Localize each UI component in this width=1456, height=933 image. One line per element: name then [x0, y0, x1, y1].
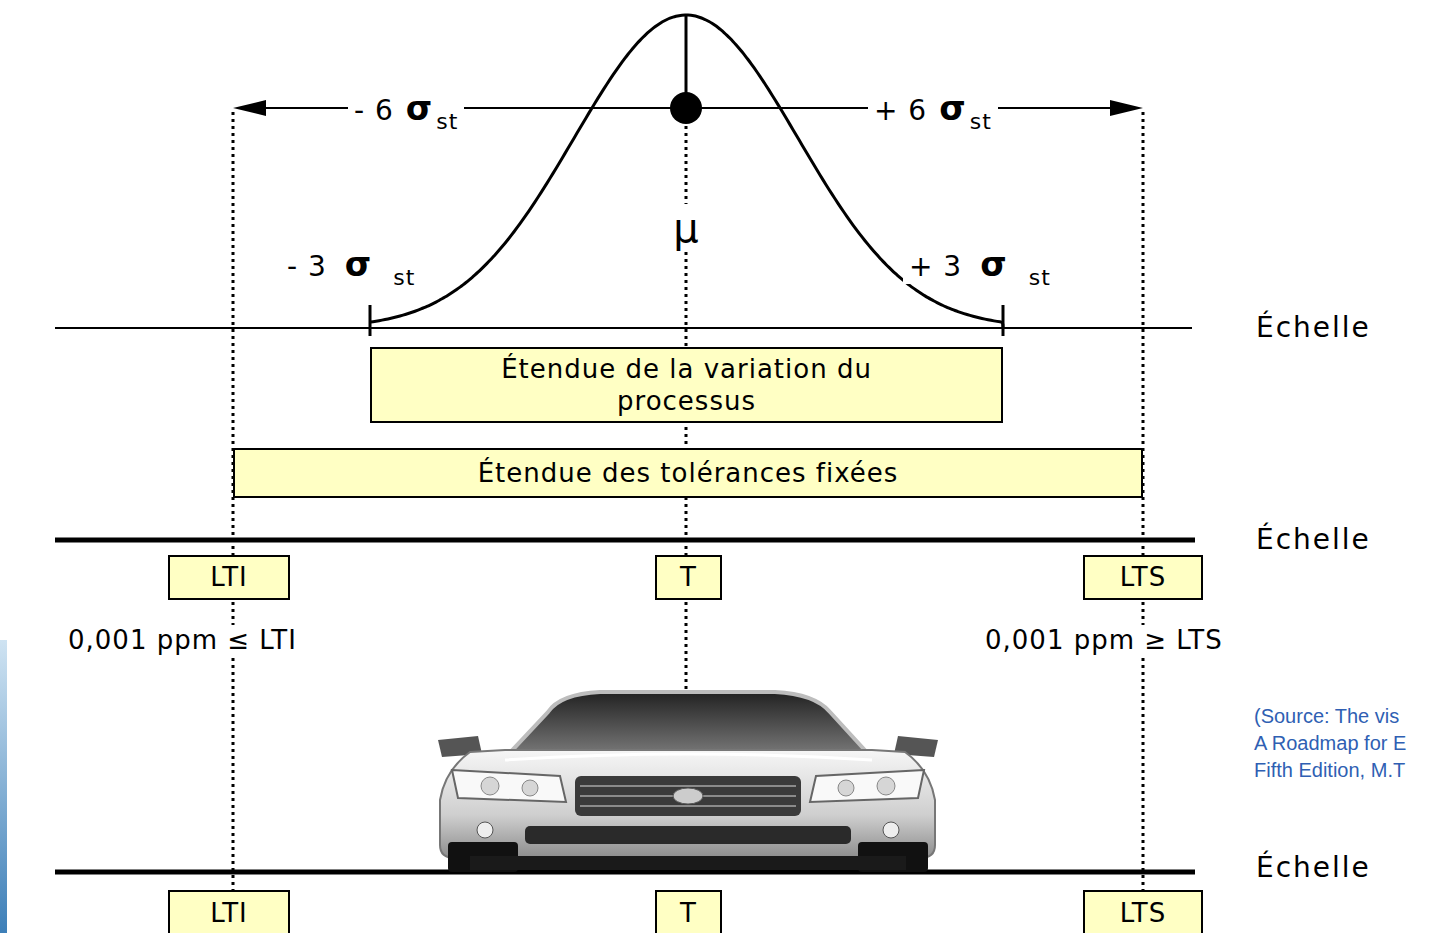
sigma-tick: [1002, 305, 1005, 336]
limit-note: 0,001 ppm ≥ LTS: [979, 625, 1229, 656]
three-sigma-label: - 3σst: [281, 244, 421, 285]
six-sigma-label: - 6σst: [348, 88, 464, 129]
box-label: LTI: [210, 897, 247, 930]
limit-box: LTS: [1083, 555, 1203, 600]
sigma-tick: [369, 305, 372, 336]
subscript-label: st: [393, 265, 415, 291]
text-label: μ: [673, 204, 698, 252]
subscript-label: st: [970, 109, 992, 135]
target-box: T: [655, 555, 722, 600]
scale-line: [55, 870, 1195, 875]
scale-line: [55, 327, 1192, 329]
text-label: Échelle: [1256, 851, 1371, 885]
tolerance-range-box: Étendue des tolérances fixées: [233, 448, 1143, 498]
subscript-label: st: [436, 109, 458, 135]
text-label: 0,001 ppm ≤ LTI: [68, 625, 297, 656]
text-label: + 3: [909, 250, 962, 284]
box-label: T: [680, 897, 697, 930]
scale-label: Échelle: [1250, 523, 1377, 557]
source-note: A Roadmap for E: [1248, 731, 1412, 755]
target-box: T: [655, 890, 722, 933]
text-label: σ: [345, 244, 371, 285]
limit-box: LTI: [168, 555, 290, 600]
scale-label: Échelle: [1250, 311, 1377, 345]
text-label: - 3: [287, 250, 327, 284]
source-note: (Source: The vis: [1248, 704, 1405, 728]
scale-line: [55, 538, 1195, 543]
background-fragment: [0, 640, 7, 933]
text-label: 0,001 ppm ≥ LTS: [985, 625, 1223, 656]
mean-dot: [670, 92, 702, 124]
box-label: T: [680, 561, 697, 594]
text-label: + 6: [874, 94, 927, 128]
text-label: σ: [406, 88, 432, 129]
box-label: LTI: [210, 561, 247, 594]
text-label: Échelle: [1256, 523, 1371, 557]
text-label: A Roadmap for E: [1254, 731, 1406, 755]
car-illustration: [438, 692, 938, 872]
text-label: σ: [939, 88, 965, 129]
limit-note: 0,001 ppm ≤ LTI: [62, 625, 303, 656]
process-variation-box: Étendue de la variation du processus: [370, 347, 1003, 423]
source-note: Fifth Edition, M.T: [1248, 758, 1411, 782]
scale-label: Échelle: [1250, 851, 1377, 885]
three-sigma-label: + 3σst: [903, 244, 1057, 285]
limit-box: LTS: [1083, 890, 1203, 933]
six-sigma-label: + 6σst: [868, 88, 998, 129]
mean-symbol: μ: [667, 204, 704, 252]
text-label: σ: [980, 244, 1006, 285]
limit-box: LTI: [168, 890, 290, 933]
subscript-label: st: [1029, 265, 1051, 291]
arrow-head: [233, 100, 266, 116]
arrow-head: [1110, 100, 1143, 116]
box-label: LTS: [1120, 897, 1166, 930]
text-label: Échelle: [1256, 311, 1371, 345]
box-label: Étendue des tolérances fixées: [478, 457, 899, 490]
dotted-limit-line: [1142, 112, 1145, 933]
text-label: (Source: The vis: [1254, 704, 1399, 728]
dotted-limit-line: [232, 112, 235, 933]
text-label: Fifth Edition, M.T: [1254, 758, 1405, 782]
box-label: Étendue de la variation du processus: [477, 353, 897, 418]
box-label: LTS: [1120, 561, 1166, 594]
text-label: - 6: [354, 94, 394, 128]
